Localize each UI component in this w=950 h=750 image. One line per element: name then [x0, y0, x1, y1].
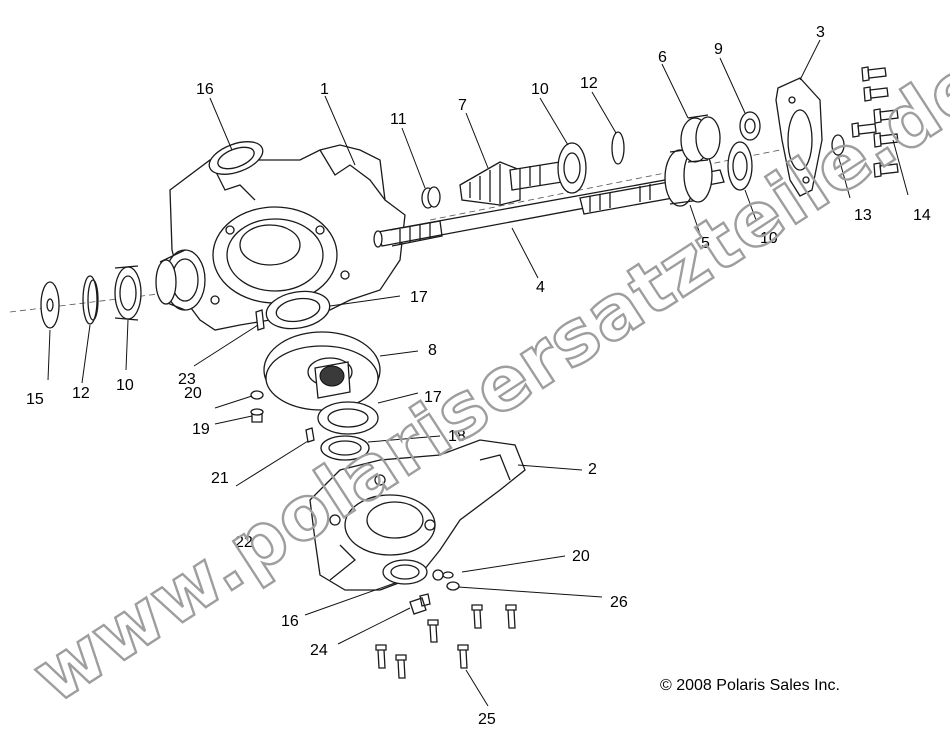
callout-1: 1 — [320, 81, 329, 98]
callout-25: 25 — [478, 711, 496, 728]
small-fittings — [250, 309, 460, 615]
callout-10-left: 10 — [116, 377, 134, 394]
seal-16-upper — [208, 141, 264, 175]
shaft-5 — [579, 147, 713, 215]
callout-22: 22 — [235, 534, 253, 551]
callout-23: 23 — [178, 371, 196, 388]
callout-3: 3 — [816, 24, 825, 41]
callout-15: 15 — [26, 391, 44, 408]
watermark-text: www.polarisersatzteile.de — [18, 41, 950, 721]
bolts-14 — [851, 66, 899, 178]
bearing-10-upper — [557, 142, 587, 194]
ring-12-upper — [611, 131, 625, 165]
callout-24: 24 — [310, 642, 328, 659]
cover-3 — [775, 77, 823, 197]
bolts-25 — [375, 604, 517, 679]
callout-11: 11 — [390, 111, 407, 128]
pinion-7 — [459, 161, 563, 206]
callout-19: 19 — [192, 421, 210, 438]
seal-16-lower — [382, 559, 428, 585]
bearing-9 — [739, 111, 761, 141]
callout-labels: 1 2 3 4 5 6 7 8 9 10 10 10 11 12 12 13 1… — [26, 24, 931, 728]
bearing-10-right — [727, 141, 753, 191]
callout-9: 9 — [714, 41, 723, 58]
callout-6: 6 — [658, 49, 667, 66]
callout-26: 26 — [610, 594, 628, 611]
ring-gear-8 — [263, 331, 381, 411]
callout-8: 8 — [428, 342, 437, 359]
left-stack — [40, 265, 142, 329]
bearing-11 — [421, 186, 441, 209]
callout-4: 4 — [536, 279, 545, 296]
gear-6 — [680, 114, 721, 163]
callout-7: 7 — [458, 97, 467, 114]
callout-5: 5 — [701, 235, 710, 252]
bearing-17-lower — [317, 401, 379, 435]
callout-10-right: 10 — [760, 230, 778, 247]
callout-12-left: 12 — [72, 385, 90, 402]
callout-17-upper: 17 — [410, 289, 428, 306]
callout-2: 2 — [588, 461, 597, 478]
callout-20-left: 20 — [184, 385, 202, 402]
main-housing — [155, 144, 406, 331]
leader-lines — [47, 39, 909, 707]
callout-14: 14 — [913, 207, 931, 224]
seal-18 — [320, 435, 370, 461]
callout-16-upper: 16 — [196, 81, 214, 98]
callout-10-upper: 10 — [531, 81, 549, 98]
callout-18: 18 — [448, 428, 466, 445]
shaft-axis — [9, 149, 781, 313]
callout-13: 13 — [854, 207, 872, 224]
callout-12-upper: 12 — [580, 75, 598, 92]
lower-housing-2 — [309, 439, 526, 591]
copyright-text: © 2008 Polaris Sales Inc. — [660, 677, 840, 694]
seal-17-upper — [265, 290, 331, 330]
callout-21: 21 — [211, 470, 229, 487]
callout-16-lower: 16 — [281, 613, 299, 630]
callout-17-lower: 17 — [424, 389, 442, 406]
callout-20-right: 20 — [572, 548, 590, 565]
